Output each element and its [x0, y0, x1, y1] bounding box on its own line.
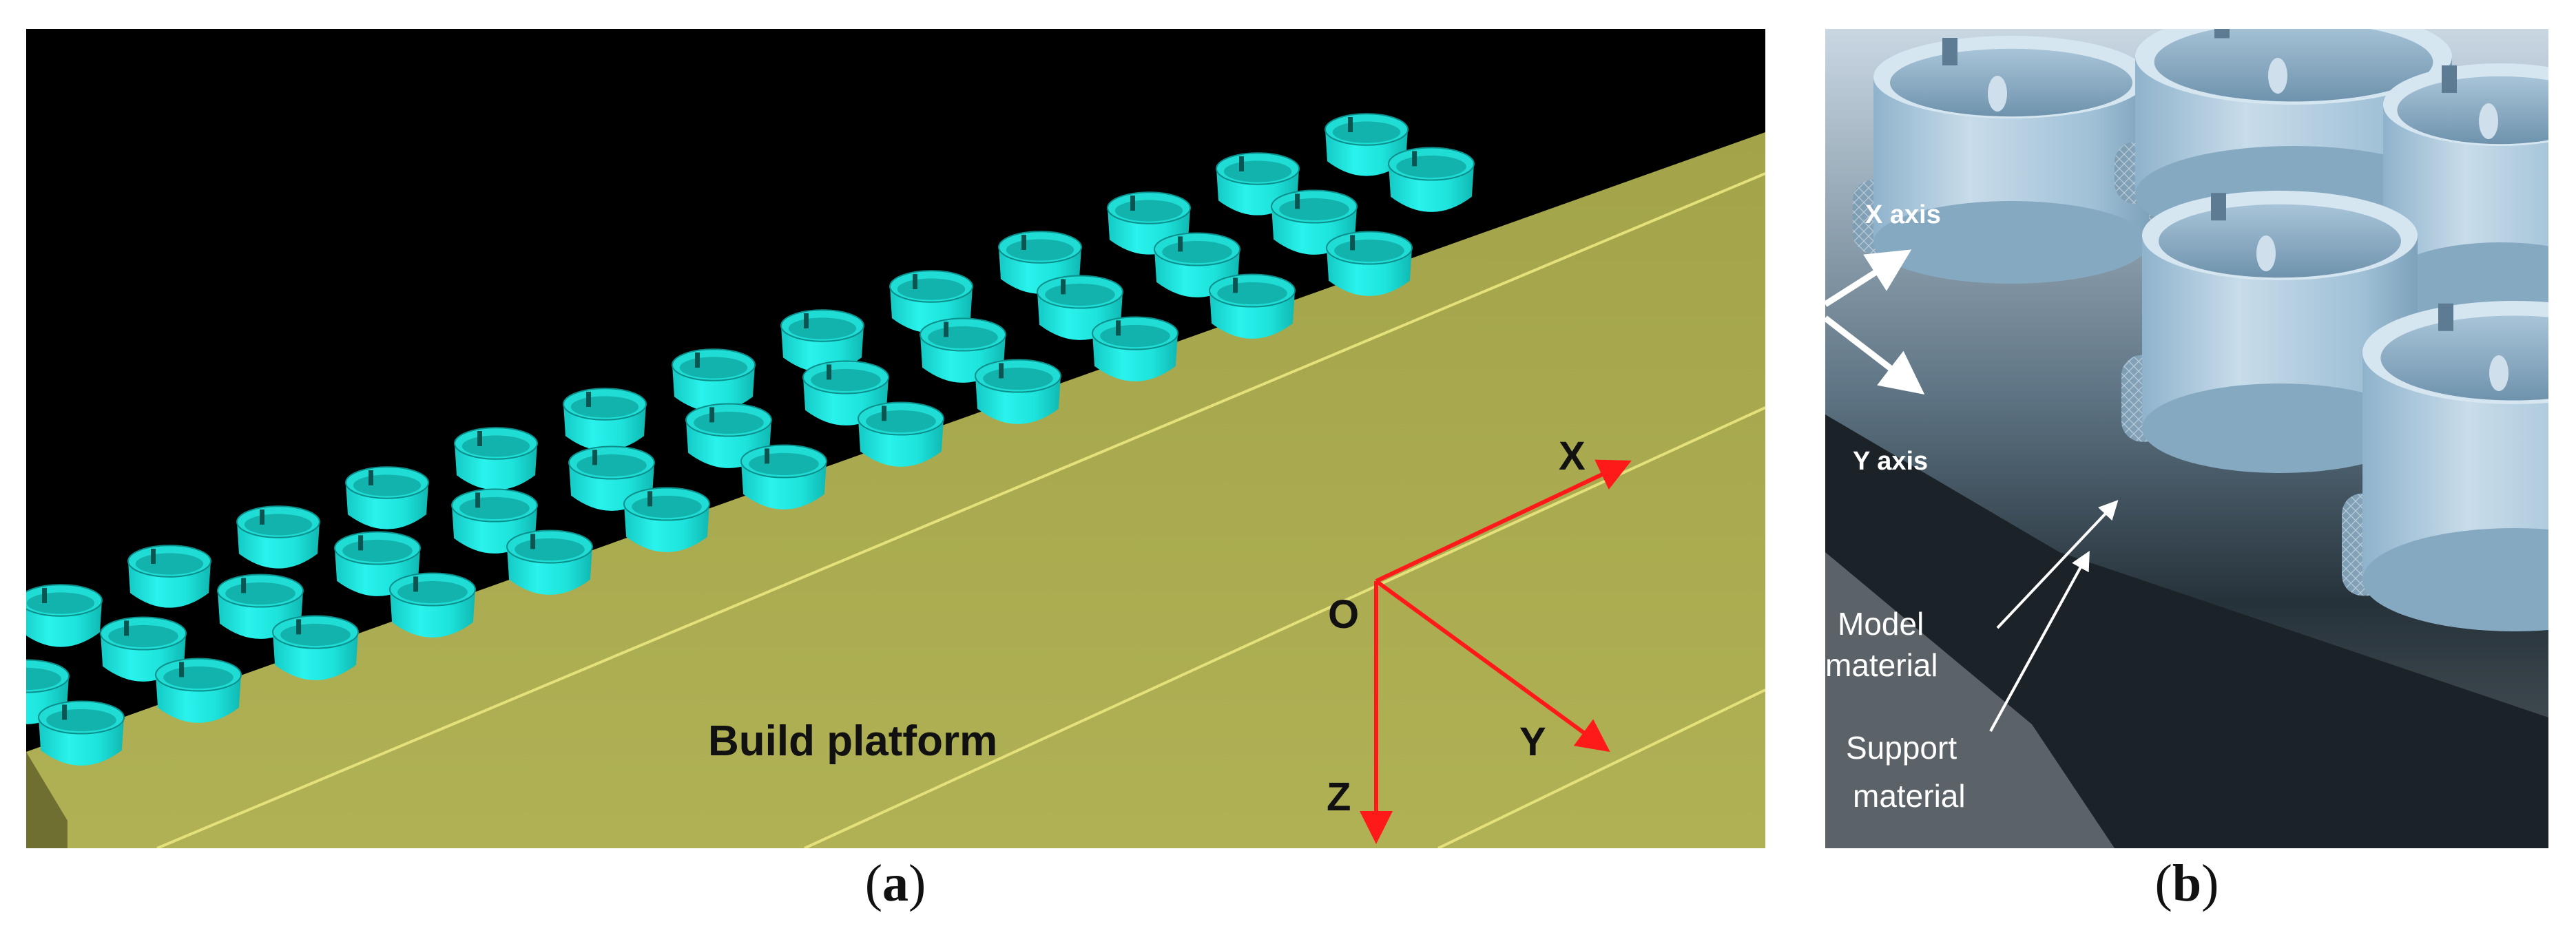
- platform-line: [1437, 689, 1765, 848]
- cad-build-layout-image: O X Y Z Build platform: [26, 29, 1765, 848]
- printed-part: [858, 401, 944, 467]
- model-material-pointer: [1996, 500, 2119, 629]
- caption-b-open: (: [2154, 854, 2172, 912]
- printed-part: [272, 615, 359, 680]
- support-material-label-line1: Support: [1846, 730, 1957, 766]
- printed-parts-array: [26, 113, 1475, 766]
- support-material-pointer: [1989, 550, 2090, 732]
- printed-parts: [1853, 29, 2548, 631]
- printed-part-photo: [2342, 301, 2548, 631]
- printed-part: [740, 444, 827, 509]
- printed-part: [1092, 316, 1178, 381]
- printed-part: [563, 388, 647, 451]
- printed-part: [345, 466, 429, 529]
- caption-b-close: ): [2201, 854, 2219, 912]
- tray-edge: [1825, 552, 2115, 848]
- printed-part: [920, 317, 1006, 383]
- printed-part: [780, 309, 864, 372]
- caption-a: (a): [0, 854, 1791, 914]
- y-axis-label: Y axis: [1853, 447, 1928, 476]
- printed-part: [217, 574, 304, 639]
- printed-part: [1325, 113, 1409, 176]
- x-axis-arrow: [1375, 459, 1632, 583]
- printed-part: [155, 658, 242, 723]
- z-axis-label: Z: [1327, 775, 1351, 819]
- model-material-label-line2: material: [1825, 647, 1938, 683]
- printed-parts-photo: X axis Y axis Model material Support mat…: [1825, 29, 2548, 848]
- printed-part: [1209, 273, 1296, 339]
- printed-part-photo: [2115, 29, 2473, 242]
- y-axis-label: Y: [1519, 719, 1546, 764]
- printed-part: [1388, 147, 1475, 212]
- platform-line: [156, 172, 1765, 848]
- build-platform-label: Build platform: [708, 717, 997, 765]
- printed-part: [236, 505, 320, 569]
- printed-part-photo: [2121, 191, 2438, 473]
- cad-scene: O X Y Z Build platform: [26, 113, 1765, 848]
- printed-part: [454, 427, 538, 490]
- caption-b: (b): [1825, 854, 2548, 914]
- coordinate-axes: O X Y Z: [1327, 434, 1632, 844]
- x-axis-label: X: [1559, 434, 1586, 479]
- printed-part-photo: [1853, 36, 2170, 284]
- x-axis-label: X axis: [1865, 200, 1941, 229]
- printed-part: [26, 584, 103, 647]
- origin-label: O: [1328, 592, 1359, 637]
- caption-a-letter: a: [882, 854, 908, 912]
- y-axis-arrow: [1825, 315, 1925, 395]
- printed-part: [389, 572, 476, 638]
- printed-part: [623, 487, 710, 552]
- support-material-label-line2: material: [1853, 778, 1966, 814]
- model-material-label-line1: Model: [1838, 606, 1924, 642]
- y-axis-arrow: [1375, 579, 1610, 753]
- printed-part: [672, 348, 756, 412]
- printed-part: [506, 529, 593, 595]
- printed-part: [127, 545, 211, 608]
- build-platform: [26, 132, 1765, 848]
- printed-part: [1326, 231, 1413, 296]
- caption-b-letter: b: [2172, 854, 2202, 912]
- caption-a-close: ): [908, 854, 926, 912]
- caption-a-open: (: [864, 854, 882, 912]
- printed-part: [38, 700, 125, 766]
- printed-part: [975, 359, 1061, 424]
- printed-part: [998, 231, 1082, 294]
- printed-part: [334, 531, 421, 596]
- x-axis-arrow: [1825, 249, 1912, 307]
- photo-scene: X axis Y axis Model material Support mat…: [1825, 29, 2548, 848]
- build-platform-edge: [26, 752, 67, 848]
